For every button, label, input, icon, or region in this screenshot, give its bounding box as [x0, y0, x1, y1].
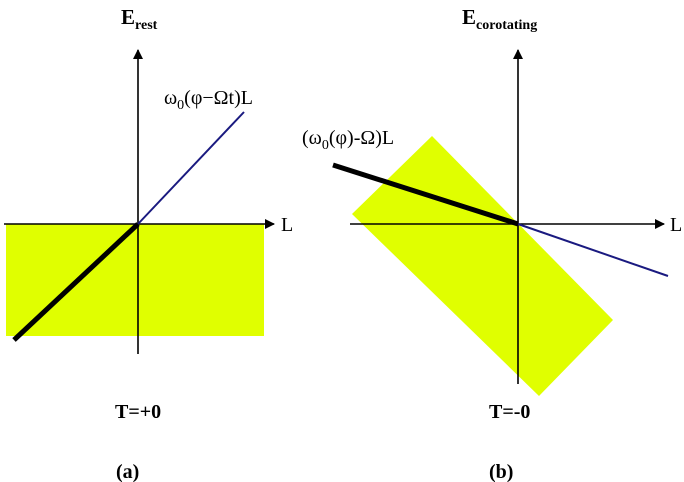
y-axis-label-b: Ecorotating	[462, 5, 537, 33]
panel-b: Ecorotating L (ω0(φ)-Ω)L T=-0 (b)	[302, 5, 682, 482]
energy-line-thin-a	[137, 111, 245, 225]
line-label-b: (ω0(φ)-Ω)L	[302, 127, 394, 153]
occupied-region-b	[352, 136, 613, 396]
temperature-label-a: T=+0	[115, 401, 161, 423]
caption-a: (a)	[116, 461, 139, 482]
caption-b: (b)	[489, 461, 513, 482]
x-axis-label-a: L	[281, 214, 293, 236]
y-axis-label-a: Erest	[121, 5, 158, 33]
panel-a: Erest L ω0(φ−Ωt)L T=+0 (a)	[4, 5, 293, 482]
occupied-region-a	[6, 224, 264, 336]
energy-line-thin-b	[517, 223, 669, 277]
energy-line-thick-b	[332, 162, 519, 227]
x-axis-label-b: L	[670, 214, 682, 236]
line-label-a: ω0(φ−Ωt)L	[164, 87, 253, 113]
temperature-label-b: T=-0	[489, 401, 530, 423]
energy-line-thick-a	[12, 222, 140, 342]
